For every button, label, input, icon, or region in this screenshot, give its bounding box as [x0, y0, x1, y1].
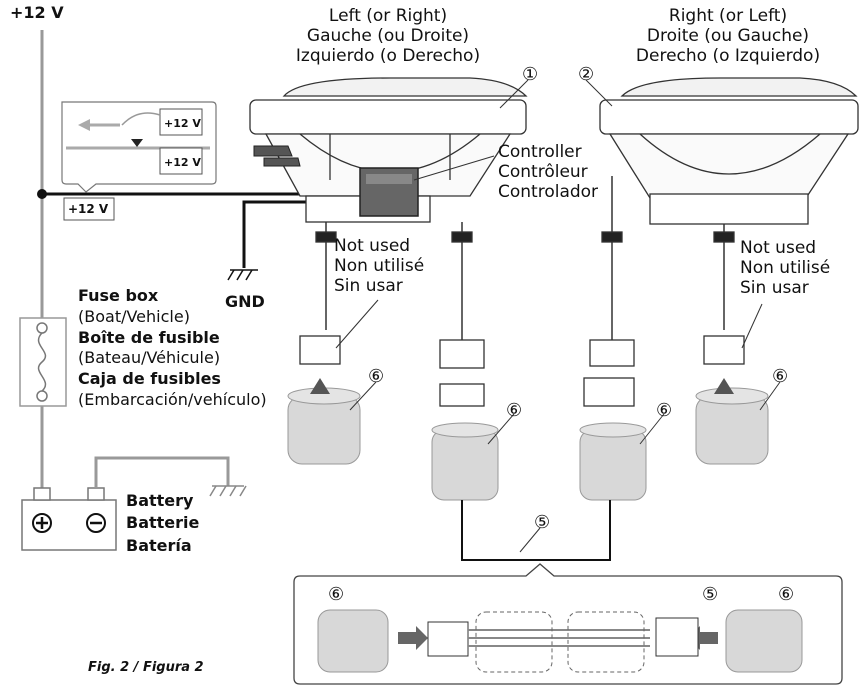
right-not-used-en: Not used: [740, 238, 817, 258]
left-speaker-connector: [439, 231, 485, 407]
controller-label: Controller Contrôleur Controlador: [498, 142, 598, 202]
right-speaker: [599, 77, 859, 225]
left-speaker: [249, 77, 528, 223]
gnd-icon: [227, 269, 258, 281]
inset-cylinder-left: [317, 609, 389, 673]
left-speaker-title-es: Izquierdo (o Derecho): [295, 46, 481, 67]
callout-6-a: ⑥: [368, 366, 385, 387]
ferrite-cap-left: [287, 387, 361, 465]
ferrite-core-right: [579, 422, 647, 501]
callout-6-b: ⑥: [506, 400, 523, 421]
left-speaker-title-en: Left (or Right): [328, 6, 448, 26]
right-speaker-connector: [583, 231, 635, 407]
extension-cable: [461, 500, 611, 561]
left-not-used-en: Not used: [334, 236, 411, 256]
fuse-box-es-sub: (Embarcación/vehículo): [78, 389, 267, 409]
inset-connector-left: [427, 621, 469, 657]
right-not-used-es: Sin usar: [740, 278, 809, 299]
right-speaker-title-fr: Droite (ou Gauche): [646, 26, 810, 47]
fuse-box-en-title: Fuse box: [78, 286, 159, 305]
controller-label-es: Controlador: [498, 182, 599, 203]
plus-12v-label: +12 V: [10, 3, 64, 22]
battery-en: Battery: [126, 491, 194, 510]
callout-6-c: ⑥: [656, 400, 673, 421]
fuse-box-label: Fuse box (Boat/Vehicle) Boîte de fusible…: [78, 286, 267, 411]
fuse-box-es-title: Caja de fusibles: [78, 369, 221, 389]
callout-2: ②: [578, 64, 595, 85]
left-not-used-fr: Non utilisé: [334, 256, 425, 277]
controller-label-fr: Contrôleur: [498, 162, 588, 183]
left-not-used-connector: [299, 231, 341, 365]
right-not-used-fr: Non utilisé: [740, 258, 831, 279]
junction-12v-label: +12 V: [68, 202, 109, 216]
controller-label-en: Controller: [498, 142, 582, 162]
left-not-used-es: Sin usar: [334, 276, 403, 297]
gnd-label: GND: [225, 292, 265, 311]
battery-ground-icon: [209, 485, 247, 497]
ferrite-core-left: [431, 422, 499, 501]
fuse-box-fr-sub: (Bateau/Véhicule): [78, 348, 221, 368]
right-not-used-label: Not used Non utilisé Sin usar: [740, 238, 830, 298]
callout-6-inset-left: ⑥: [328, 584, 345, 605]
callout-6-inset-right: ⑥: [778, 584, 795, 605]
ferrite-cap-right: [695, 387, 769, 465]
left-speaker-title-fr: Gauche (ou Droite): [306, 26, 470, 47]
battery-label: Battery Batterie Batería: [126, 490, 199, 557]
callout-5-main: ⑤: [534, 512, 551, 533]
inset-cylinder-right: [725, 609, 803, 673]
right-speaker-title: Right (or Left) Droite (ou Gauche) Derec…: [628, 6, 828, 66]
fuse-box-fr-title: Boîte de fusible: [78, 327, 220, 347]
inset-12v-label-2: +12 V: [164, 156, 201, 169]
callout-1: ①: [522, 64, 539, 85]
left-speaker-title: Left (or Right) Gauche (ou Droite) Izqui…: [288, 6, 488, 66]
battery-fr: Batterie: [126, 513, 200, 533]
right-speaker-title-en: Right (or Left): [668, 6, 788, 26]
right-not-used-connector: [703, 231, 745, 365]
battery-es: Batería: [126, 535, 192, 555]
inset-12v-label-1: +12 V: [164, 117, 201, 130]
inset-connector-right: [655, 617, 699, 657]
figure-caption: Fig. 2 / Figura 2: [88, 660, 204, 675]
callout-5-inset: ⑤: [702, 584, 719, 605]
fuse-box-en-sub: (Boat/Vehicle): [78, 306, 190, 326]
left-not-used-label: Not used Non utilisé Sin usar: [334, 236, 424, 296]
fuse-symbol: [37, 332, 47, 392]
callout-6-d: ⑥: [772, 366, 789, 387]
inset-arrow-left: [398, 626, 428, 650]
right-speaker-title-es: Derecho (o Izquierdo): [635, 46, 821, 67]
